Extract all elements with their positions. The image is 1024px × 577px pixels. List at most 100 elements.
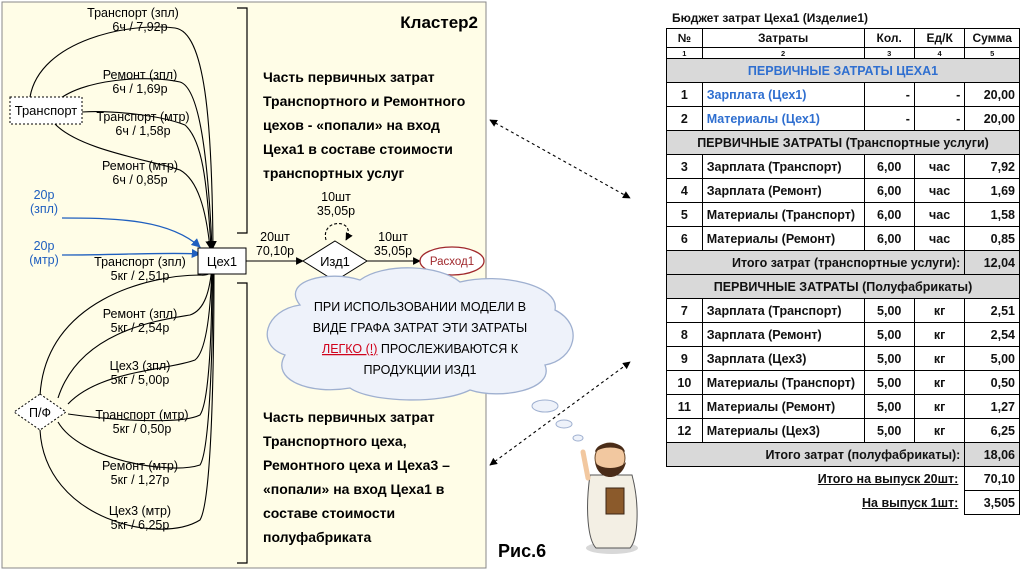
edge-label: Ремонт (зпл) xyxy=(103,307,178,321)
note-line: Транспортного цеха, xyxy=(263,433,407,449)
table-title: Бюджет затрат Цеха1 (Изделие1) xyxy=(672,11,868,25)
note-line: Транспортного и Ремонтного xyxy=(263,93,465,109)
cloud-line: ПРИ ИСПОЛЬЗОВАНИИ МОДЕЛИ В xyxy=(314,300,526,314)
cell-num: 2 xyxy=(666,106,703,131)
edge-label: 6ч / 1,69р xyxy=(112,82,167,96)
cell-num: 6 xyxy=(666,226,703,251)
edge-label: Транспорт (зпл) xyxy=(94,255,186,269)
transport-node-label: Транспорт xyxy=(15,103,78,118)
cloud-red-text: ЛЕГКО (!) xyxy=(322,342,377,356)
cloud-line: ВИДЕ ГРАФА ЗАТРАТ ЭТИ ЗАТРАТЫ xyxy=(313,321,528,335)
cell-sum: 1,58 xyxy=(964,202,1020,227)
total-label: Итого затрат (транспортные услуги): xyxy=(665,250,966,275)
note-line: Часть первичных затрат xyxy=(263,409,435,425)
note-line: Ремонтного цеха и Цеха3 – xyxy=(263,457,450,473)
summary-row-1: На выпуск 1шт: 3,505 xyxy=(667,490,1020,515)
cell-name: Зарплата (Цех1) xyxy=(701,82,865,107)
total-label: Итого затрат (полуфабрикаты): xyxy=(665,442,966,467)
flow-label: 70,10р xyxy=(256,244,294,258)
edge-label: Ремонт (зпл) xyxy=(103,68,178,82)
edge-label: 5кг / 5,00р xyxy=(111,373,170,387)
table-row: 7 Зарплата (Транспорт) 5,00 кг 2,51 xyxy=(666,298,1020,323)
edge-label: Ремонт (мтр) xyxy=(102,159,178,173)
cartoon-character-illustration xyxy=(580,442,638,554)
cell-sum: 6,25 xyxy=(964,418,1020,443)
cloud-line: ЛЕГКО (!) ПРОСЛЕЖИВАЮТСЯ К xyxy=(322,342,519,356)
section-header: ПЕРВИЧНЫЕ ЗАТРАТЫ (Транспортные услуги) xyxy=(666,130,1020,155)
cell-unit: час xyxy=(913,178,966,203)
cell-name: Материалы (Ремонт) xyxy=(701,394,865,419)
cell-name: Зарплата (Ремонт) xyxy=(701,178,865,203)
cell-qty: 5,00 xyxy=(863,322,915,347)
edge-label: Цех3 (зпл) xyxy=(110,359,171,373)
input-label: (мтр) xyxy=(29,253,59,267)
edge-label: Ремонт (мтр) xyxy=(102,459,178,473)
cost-graph-diagram: Кластер2 Транспорт (зпл) 6ч / 7,92р Ремо… xyxy=(1,1,638,569)
pf-node[interactable]: П/Ф xyxy=(13,393,67,431)
col-header: Затраты xyxy=(701,28,865,48)
flow-arrows xyxy=(246,222,421,265)
summary-label: На выпуск 1шт: xyxy=(862,495,959,510)
cell-sum: 20,00 xyxy=(964,106,1020,131)
pf-node-label: П/Ф xyxy=(29,406,51,420)
cloud-line-rest: ПРОСЛЕЖИВАЮТСЯ К xyxy=(377,342,518,356)
edge-label: 5кг / 0,50р xyxy=(113,422,172,436)
cell-qty: - xyxy=(863,106,915,131)
product-node[interactable]: Изд1 xyxy=(302,240,368,282)
cell-num: 8 xyxy=(666,322,703,347)
brackets xyxy=(237,7,248,564)
total-row: Итого затрат (полуфабрикаты): 18,06 xyxy=(665,442,1020,467)
cell-name: Зарплата (Ремонт) xyxy=(701,322,865,347)
shop1-node-label: Цех1 xyxy=(207,254,237,269)
cell-qty: 6,00 xyxy=(863,154,915,179)
section-title: ПЕРВИЧНЫЕ ЗАТРАТЫ ЦЕХА1 xyxy=(666,58,1020,83)
edge-label: Цех3 (мтр) xyxy=(109,504,171,518)
budget-table: № Затраты Кол. Ед/К Сумма 1 2 3 4 5 ПЕРВ… xyxy=(665,28,1020,515)
cell-unit: кг xyxy=(913,322,966,347)
transport-node[interactable]: Транспорт xyxy=(9,96,83,125)
cell-num: 10 xyxy=(666,370,703,395)
cell-unit: час xyxy=(913,226,966,251)
edge-label: 5кг / 1,27р xyxy=(111,473,170,487)
budget-table-container: Бюджет затрат Цеха1 (Изделие1) № Затраты… xyxy=(665,8,1020,515)
table-row: 5 Материалы (Транспорт) 6,00 час 1,58 xyxy=(666,202,1020,227)
col-header: Сумма xyxy=(964,28,1020,48)
section-header: ПЕРВИЧНЫЕ ЗАТРАТЫ (Полуфабрикаты) xyxy=(666,274,1020,299)
flow-labels: 20шт 70,10р 10шт 35,05р 10шт 35,05р xyxy=(256,190,412,258)
blue-input-labels: 20р (зпл) 20р (мтр) xyxy=(29,188,59,267)
shop1-node[interactable]: Цех1 xyxy=(197,247,247,275)
col-number: 3 xyxy=(863,47,915,59)
cell-num: 3 xyxy=(666,154,703,179)
edge-label: 6ч / 7,92р xyxy=(112,20,167,34)
cell-name: Зарплата (Транспорт) xyxy=(701,298,865,323)
cell-sum: 2,54 xyxy=(964,322,1020,347)
edge-label: Транспорт (зпл) xyxy=(87,6,179,20)
flow-label: 35,05р xyxy=(317,204,355,218)
cell-num: 12 xyxy=(666,418,703,443)
table-header-row: № Затраты Кол. Ед/К Сумма xyxy=(666,28,1020,48)
edge-label: Транспорт (мтр) xyxy=(95,408,188,422)
cell-name: Материалы (Цех3) xyxy=(701,418,865,443)
cell-qty: 6,00 xyxy=(863,178,915,203)
expense-node[interactable]: Расход1 xyxy=(419,246,485,276)
cell-qty: 5,00 xyxy=(863,394,915,419)
summary-value: 3,505 xyxy=(964,490,1020,515)
cell-sum: 1,27 xyxy=(964,394,1020,419)
cell-qty: 5,00 xyxy=(863,346,915,371)
input-label: 20р xyxy=(34,239,55,253)
col-number: 2 xyxy=(701,47,865,59)
cell-sum: 0,50 xyxy=(964,370,1020,395)
cell-unit: - xyxy=(913,82,966,107)
note-line: транспортных услуг xyxy=(263,165,404,181)
summary-label: Итого на выпуск 20шт: xyxy=(817,471,959,486)
cell-num: 1 xyxy=(666,82,703,107)
note-top: Часть первичных затрат Транспортного и Р… xyxy=(263,69,465,181)
cell-name: Материалы (Цех1) xyxy=(701,106,865,131)
cell-qty: 5,00 xyxy=(863,370,915,395)
col-header: № xyxy=(666,28,703,48)
section-title: ПЕРВИЧНЫЕ ЗАТРАТЫ (Транспортные услуги) xyxy=(666,130,1020,155)
edge-label: 5кг / 2,51р xyxy=(111,269,170,283)
cell-unit: кг xyxy=(913,346,966,371)
summary-value: 70,10 xyxy=(964,466,1020,491)
table-row: 1 Зарплата (Цех1) - - 20,00 xyxy=(666,82,1020,107)
